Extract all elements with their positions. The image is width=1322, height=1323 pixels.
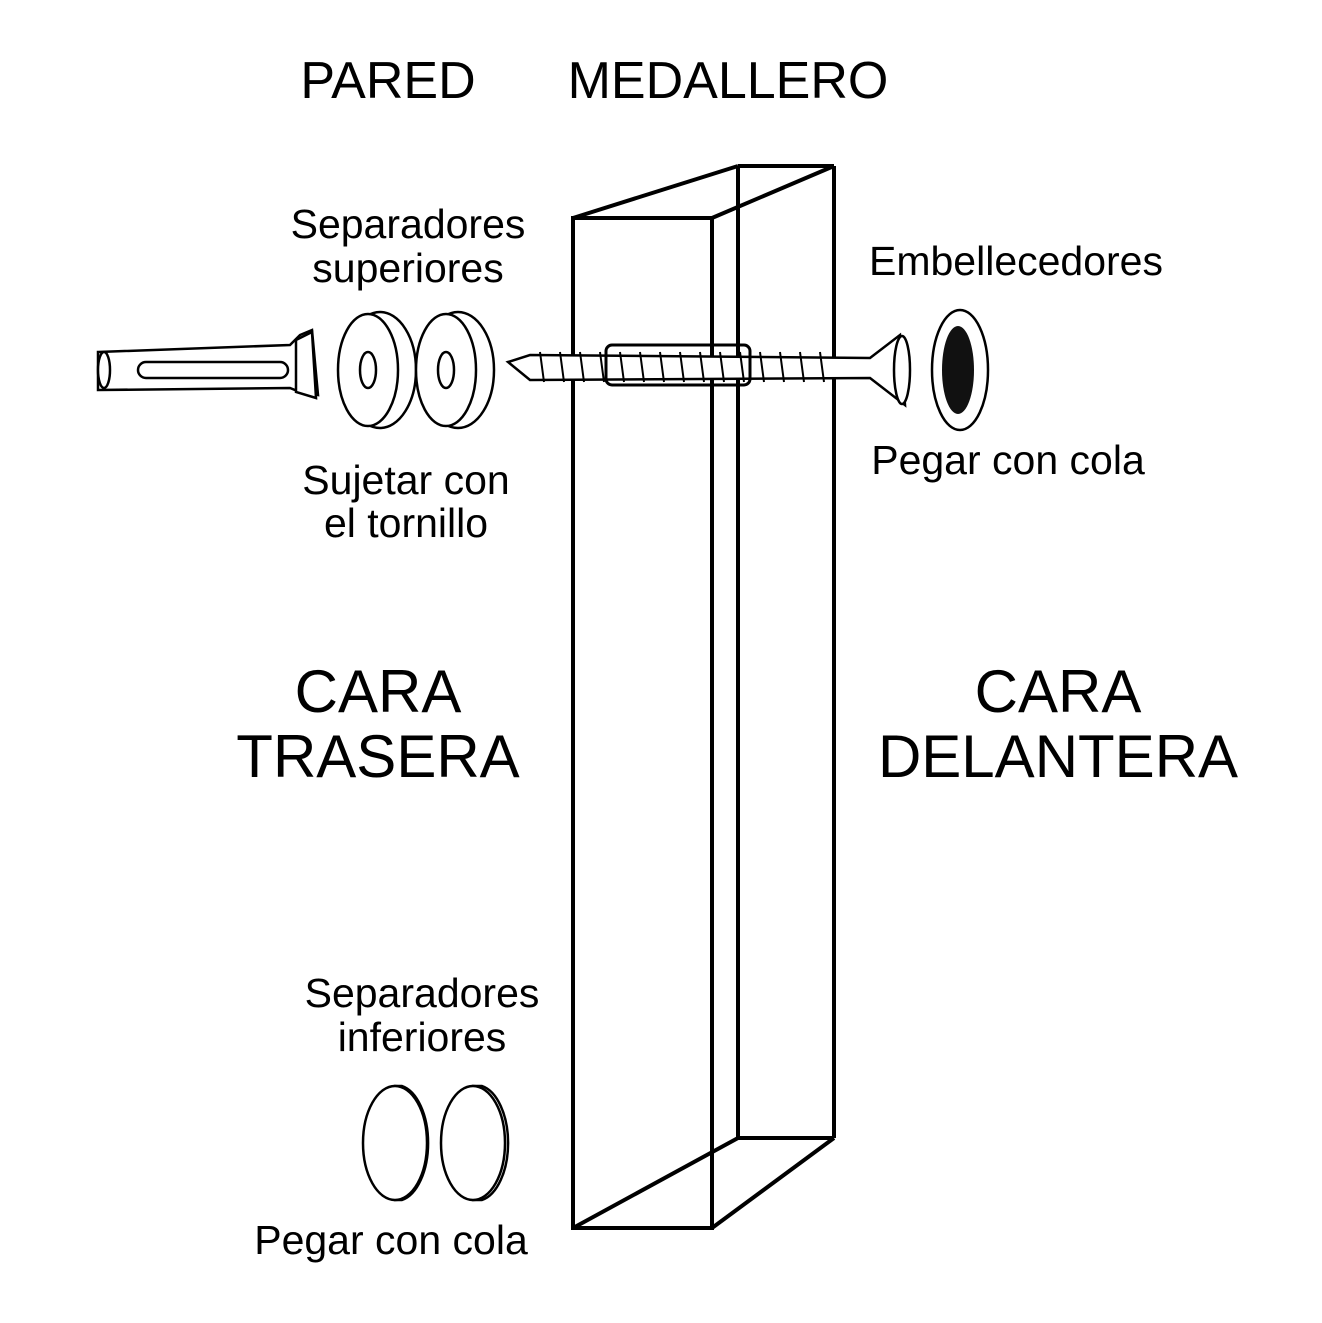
- title-board: MEDALLERO: [568, 52, 889, 110]
- wall-plug-icon: [96, 328, 320, 400]
- label-fasten-2: el tornillo: [324, 500, 488, 546]
- title-wall: PARED: [300, 52, 475, 110]
- label-top-spacers-2: superiores: [312, 245, 503, 291]
- trim-cap-icon: [930, 308, 990, 432]
- label-front-face-1: CARA: [975, 658, 1142, 725]
- top-spacer-icon: [414, 310, 496, 430]
- screw-icon: [505, 332, 912, 408]
- medal-board: [571, 164, 836, 1230]
- label-fasten-1: Sujetar con: [302, 457, 509, 503]
- label-front-face-2: DELANTERA: [878, 723, 1238, 790]
- label-glue-bottom: Pegar con cola: [254, 1217, 528, 1263]
- bottom-spacer-icon: [361, 1084, 430, 1202]
- bottom-spacer-icon: [439, 1084, 510, 1202]
- label-glue-right: Pegar con cola: [871, 437, 1145, 483]
- label-bottom-spacers-2: inferiores: [338, 1014, 507, 1060]
- top-spacer-icon: [336, 310, 418, 430]
- label-bottom-spacers-1: Separadores: [305, 970, 540, 1016]
- label-top-spacers-1: Separadores: [291, 201, 526, 247]
- label-back-face-1: CARA: [295, 658, 462, 725]
- label-back-face-2: TRASERA: [236, 723, 519, 790]
- label-trim-caps: Embellecedores: [869, 238, 1163, 284]
